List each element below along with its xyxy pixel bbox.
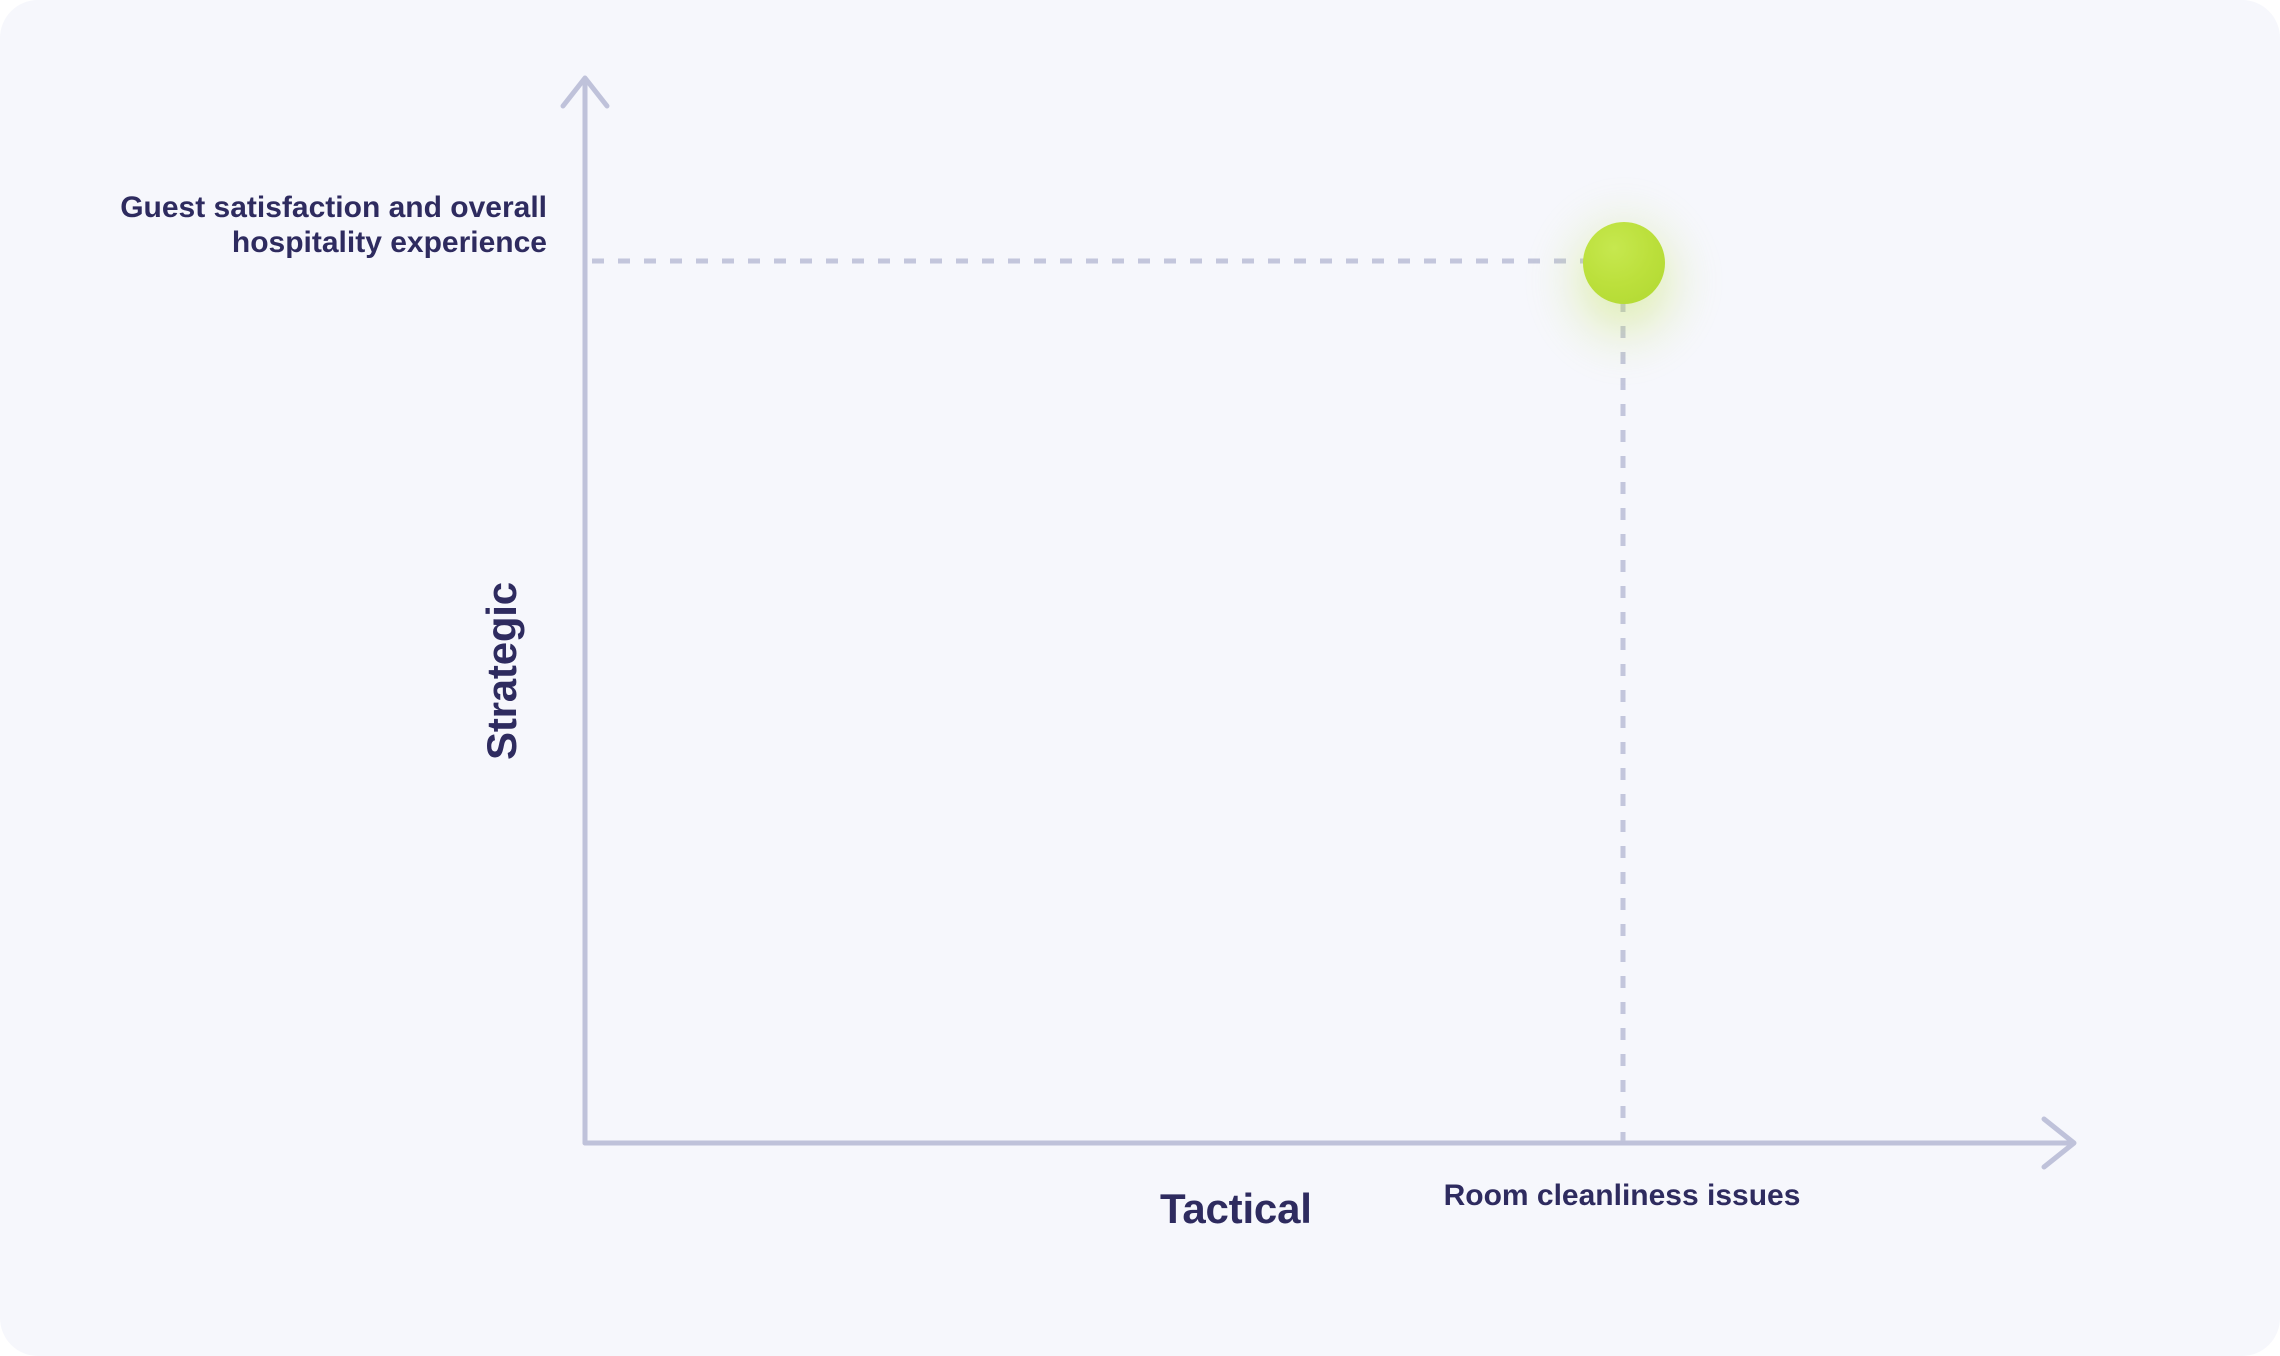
y-axis-title: Strategic — [478, 582, 525, 760]
x-axis-arrowhead — [2041, 1116, 2077, 1170]
y-axis-point-label: Guest satisfaction and overall hospitali… — [120, 191, 547, 260]
x-axis-point-label: Room cleanliness issues — [1443, 1179, 1801, 1212]
y-axis-arrowhead — [560, 75, 610, 109]
data-point-marker[interactable] — [1535, 186, 1713, 376]
data-point-dot — [1583, 222, 1665, 304]
x-axis-title: Tactical — [1160, 1185, 1312, 1232]
